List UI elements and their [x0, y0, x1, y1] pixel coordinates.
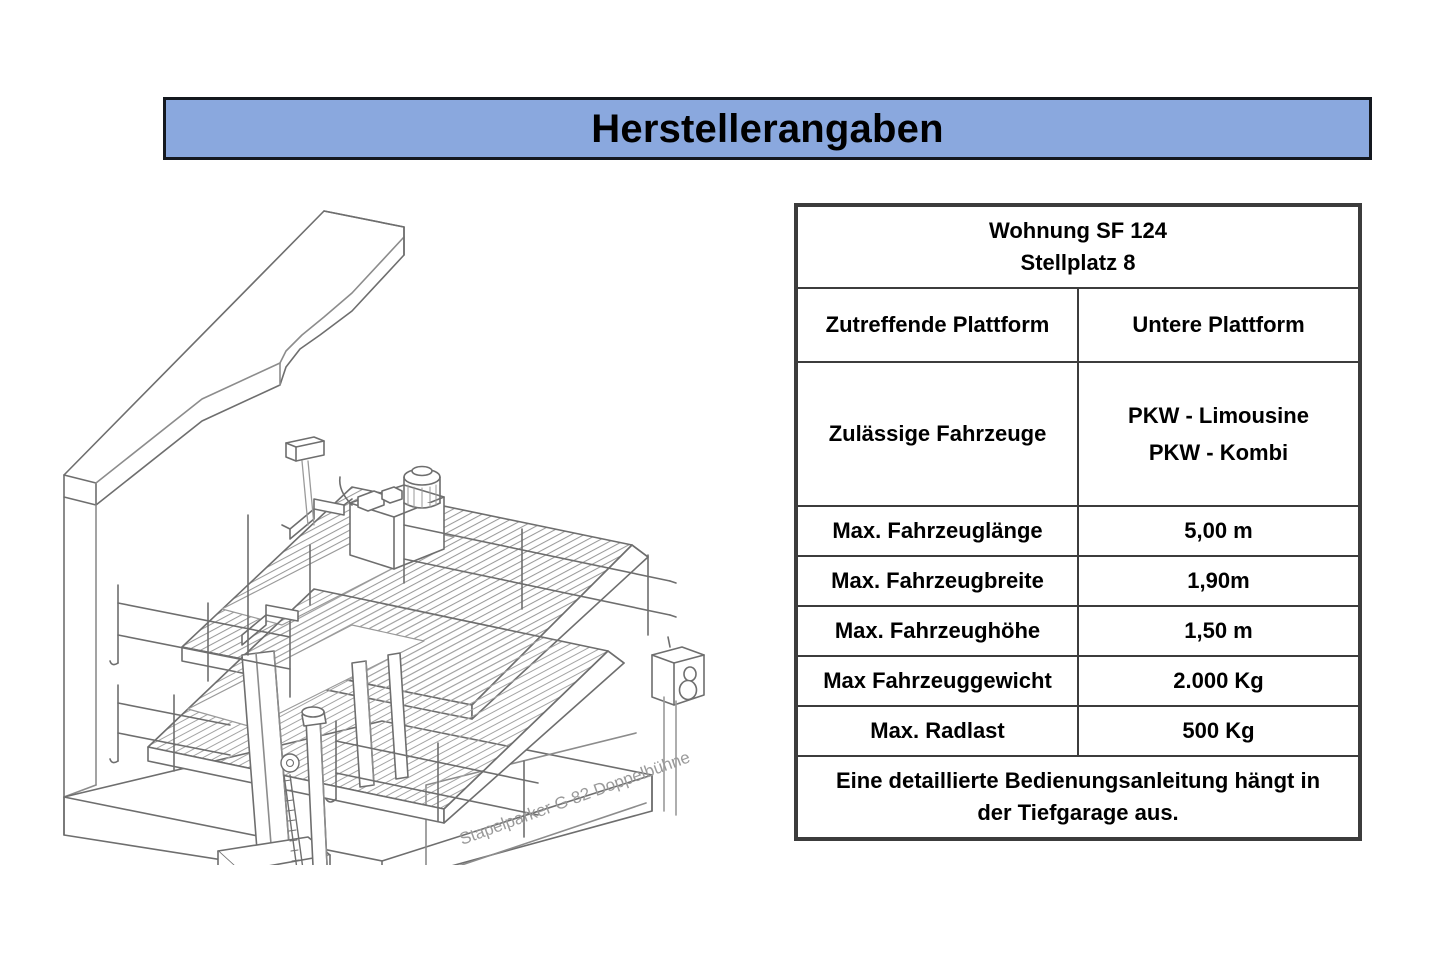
note-line-2: der Tiefgarage aus.	[977, 800, 1179, 825]
label-max-width: Max. Fahrzeugbreite	[796, 555, 1079, 607]
note-line-1: Eine detaillierte Bedienungsanleitung hä…	[835, 768, 1321, 794]
manufacturer-spec-table: Wohnung SF 124 Stellplatz 8 Zutreffende …	[794, 203, 1362, 841]
railing-lower-left	[109, 684, 231, 772]
ceiling-switch	[285, 436, 325, 526]
label-allowed-vehicles: Zulässige Fahrzeuge	[796, 361, 1079, 507]
hydraulic-cylinder	[301, 706, 328, 865]
railing-upper-right	[403, 502, 677, 636]
value-max-length: 5,00 m	[1077, 505, 1360, 557]
table-row-height: Max. Fahrzeughöhe 1,50 m	[796, 605, 1360, 657]
label-max-height: Max. Fahrzeughöhe	[796, 605, 1079, 657]
table-row-vehicles: Zulässige Fahrzeuge PKW - Limousine PKW …	[796, 361, 1360, 507]
value-max-weight: 2.000 Kg	[1077, 655, 1360, 707]
value-max-wheel-load: 500 Kg	[1077, 705, 1360, 757]
lift-chain	[280, 753, 304, 865]
vehicle-type-sedan: PKW - Limousine	[1128, 402, 1309, 428]
value-max-height: 1,50 m	[1077, 605, 1360, 657]
header-parking-space: Stellplatz 8	[1020, 250, 1136, 275]
table-row-platform: Zutreffende Plattform Untere Plattform	[796, 287, 1360, 363]
ceiling-slab	[63, 210, 405, 506]
label-max-weight: Max Fahrzeuggewicht	[796, 655, 1079, 707]
railing-upper-left	[109, 584, 291, 698]
page-title: Herstellerangaben	[591, 106, 944, 151]
label-max-length: Max. Fahrzeuglänge	[796, 505, 1079, 557]
railing-center-post	[247, 514, 311, 656]
control-button-lower	[678, 679, 698, 701]
parking-lift-diagram: Stapelparker G 82 Doppelbühne	[52, 185, 732, 865]
table-row-weight: Max Fahrzeuggewicht 2.000 Kg	[796, 655, 1360, 707]
control-panel	[651, 636, 705, 816]
control-button-upper	[683, 666, 697, 682]
header-apartment: Wohnung SF 124	[988, 218, 1168, 244]
page-title-banner: Herstellerangaben	[163, 97, 1372, 160]
label-applicable-platform: Zutreffende Plattform	[796, 287, 1079, 363]
support-posts	[351, 652, 409, 788]
hydraulic-power-unit	[338, 465, 445, 570]
back-wall	[63, 496, 97, 798]
label-max-wheel-load: Max. Radlast	[796, 705, 1079, 757]
table-row-header: Wohnung SF 124 Stellplatz 8	[796, 205, 1360, 289]
spec-table-element: Wohnung SF 124 Stellplatz 8 Zutreffende …	[796, 205, 1360, 839]
vehicle-type-wagon: PKW - Kombi	[1148, 440, 1289, 465]
railing-lower-right	[325, 720, 539, 838]
table-row-note: Eine detaillierte Bedienungsanleitung hä…	[796, 755, 1360, 839]
table-row-wheel-load: Max. Radlast 500 Kg	[796, 705, 1360, 757]
value-applicable-platform: Untere Plattform	[1077, 287, 1360, 363]
header-cell: Wohnung SF 124 Stellplatz 8	[796, 205, 1360, 289]
value-allowed-vehicles: PKW - Limousine PKW - Kombi	[1077, 361, 1360, 507]
table-row-length: Max. Fahrzeuglänge 5,00 m	[796, 505, 1360, 557]
note-cell: Eine detaillierte Bedienungsanleitung hä…	[796, 755, 1360, 839]
parking-lift-svg: Stapelparker G 82 Doppelbühne	[63, 210, 705, 865]
value-max-width: 1,90m	[1077, 555, 1360, 607]
table-row-width: Max. Fahrzeugbreite 1,90m	[796, 555, 1360, 607]
